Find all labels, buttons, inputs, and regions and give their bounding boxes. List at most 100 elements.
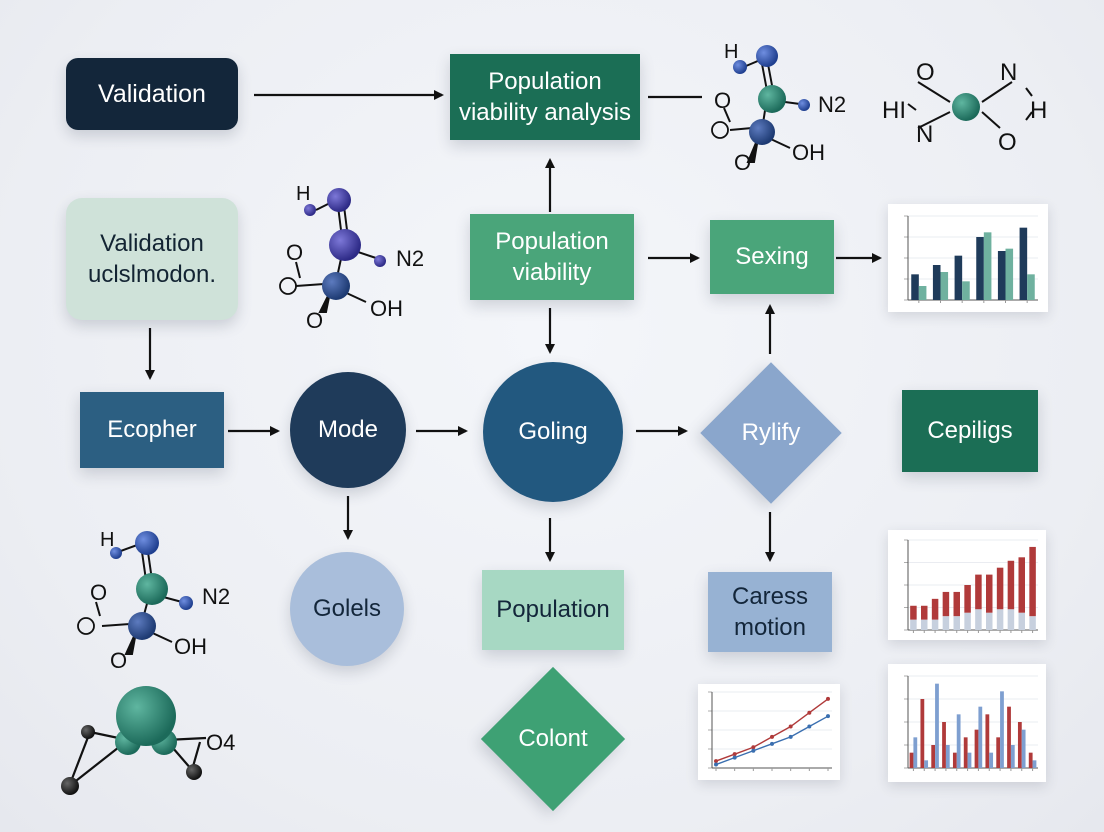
atom (136, 573, 168, 605)
node-validation-light[interactable]: Validation uclslmodon. (66, 198, 238, 320)
bar (996, 609, 1004, 630)
chart-card-4 (888, 664, 1046, 782)
bar (1021, 729, 1026, 768)
bar (956, 714, 961, 768)
mol2-n: N (1000, 59, 1017, 86)
bar (978, 706, 983, 768)
mol2-o2: O (998, 129, 1017, 156)
bar (985, 714, 990, 768)
bar (921, 619, 928, 630)
bar (986, 612, 993, 630)
node-golels-label: Golels (312, 595, 382, 623)
bar (935, 683, 939, 768)
node-ecopher[interactable]: Ecopher (80, 392, 224, 468)
atom (756, 45, 778, 67)
bar (1007, 560, 1015, 610)
atom (749, 119, 775, 145)
bar (996, 737, 1001, 768)
node-mode-label: Mode (317, 416, 379, 444)
bar (1007, 609, 1015, 630)
bar (1027, 274, 1035, 300)
bar (989, 752, 994, 768)
node-population[interactable]: Population (482, 570, 624, 650)
node-validation-light-label: Validation uclslmodon. (87, 229, 217, 288)
data-point (807, 710, 812, 715)
node-mode[interactable]: Mode (290, 372, 406, 488)
data-point (826, 714, 830, 719)
mol2-o1: O (916, 59, 935, 86)
mol4-o1: O (90, 580, 107, 605)
data-point (732, 755, 737, 760)
node-ecopher-label: Ecopher (107, 416, 197, 444)
node-rylify[interactable]: Rylify (700, 362, 842, 504)
node-validation-top-label: Validation (98, 79, 206, 108)
node-caress-motion[interactable]: Caress motion (708, 572, 832, 652)
data-point (714, 762, 718, 767)
bar (963, 737, 968, 768)
bar (932, 265, 941, 300)
data-point (807, 724, 812, 729)
atom (304, 204, 316, 216)
data-point (788, 734, 793, 739)
node-pop-viability[interactable]: Population viability (470, 214, 634, 300)
bar (911, 274, 919, 300)
node-goling-label: Goling (518, 418, 588, 446)
mol3-n2: N2 (396, 246, 424, 271)
mol5-o4: O4 (206, 730, 235, 755)
mol4-h: H (100, 529, 114, 551)
mol4-oh: OH (174, 634, 207, 659)
bar (953, 616, 960, 630)
bar (940, 272, 949, 300)
mol1-oh: OH (792, 140, 825, 165)
mol3-oh: OH (370, 296, 403, 321)
bar (953, 591, 960, 617)
data-point (770, 734, 774, 739)
data-point (770, 741, 774, 746)
node-sexing[interactable]: Sexing (710, 220, 834, 294)
node-cepiligs-label: Cepiligs (927, 417, 1013, 445)
node-golels[interactable]: Golels (290, 552, 404, 666)
bar (967, 752, 972, 768)
mol1-o1: O (714, 88, 731, 113)
bar (913, 737, 918, 768)
bar (976, 237, 984, 300)
node-pva-top[interactable]: Population viability analysis (450, 54, 640, 140)
atom (733, 60, 747, 74)
bar (945, 745, 950, 768)
atom (329, 229, 361, 261)
data-point (714, 759, 718, 764)
bar (942, 616, 950, 630)
bar (997, 251, 1006, 300)
molecule-2 (907, 81, 1033, 129)
bar (1000, 691, 1004, 768)
data-point (826, 696, 830, 701)
bar (924, 760, 929, 768)
bar (952, 752, 957, 768)
atom (135, 531, 159, 555)
bar (964, 585, 971, 613)
node-goling[interactable]: Goling (483, 362, 623, 502)
mol3-o2: O (306, 308, 323, 333)
node-population-label: Population (496, 596, 610, 624)
bar (931, 598, 939, 620)
bar (1017, 722, 1022, 768)
chart-2 (904, 539, 1038, 633)
bar (931, 619, 939, 630)
atom (322, 272, 350, 300)
bar (942, 591, 950, 617)
node-cepiligs[interactable]: Cepiligs (902, 390, 1038, 472)
atom (952, 93, 980, 121)
mol2-h: H (1030, 97, 1047, 124)
mol1-h: H (724, 41, 738, 63)
node-validation-top[interactable]: Validation (66, 58, 238, 130)
node-colont[interactable]: Colont (480, 666, 626, 812)
node-pva-top-label: Population viability analysis (458, 67, 632, 126)
mol2-hi: HI (882, 97, 906, 124)
bar (974, 729, 979, 768)
mol3-h: H (296, 183, 310, 205)
bar (1018, 612, 1025, 630)
node-colont-label: Colont (518, 725, 588, 752)
atom (327, 188, 351, 212)
